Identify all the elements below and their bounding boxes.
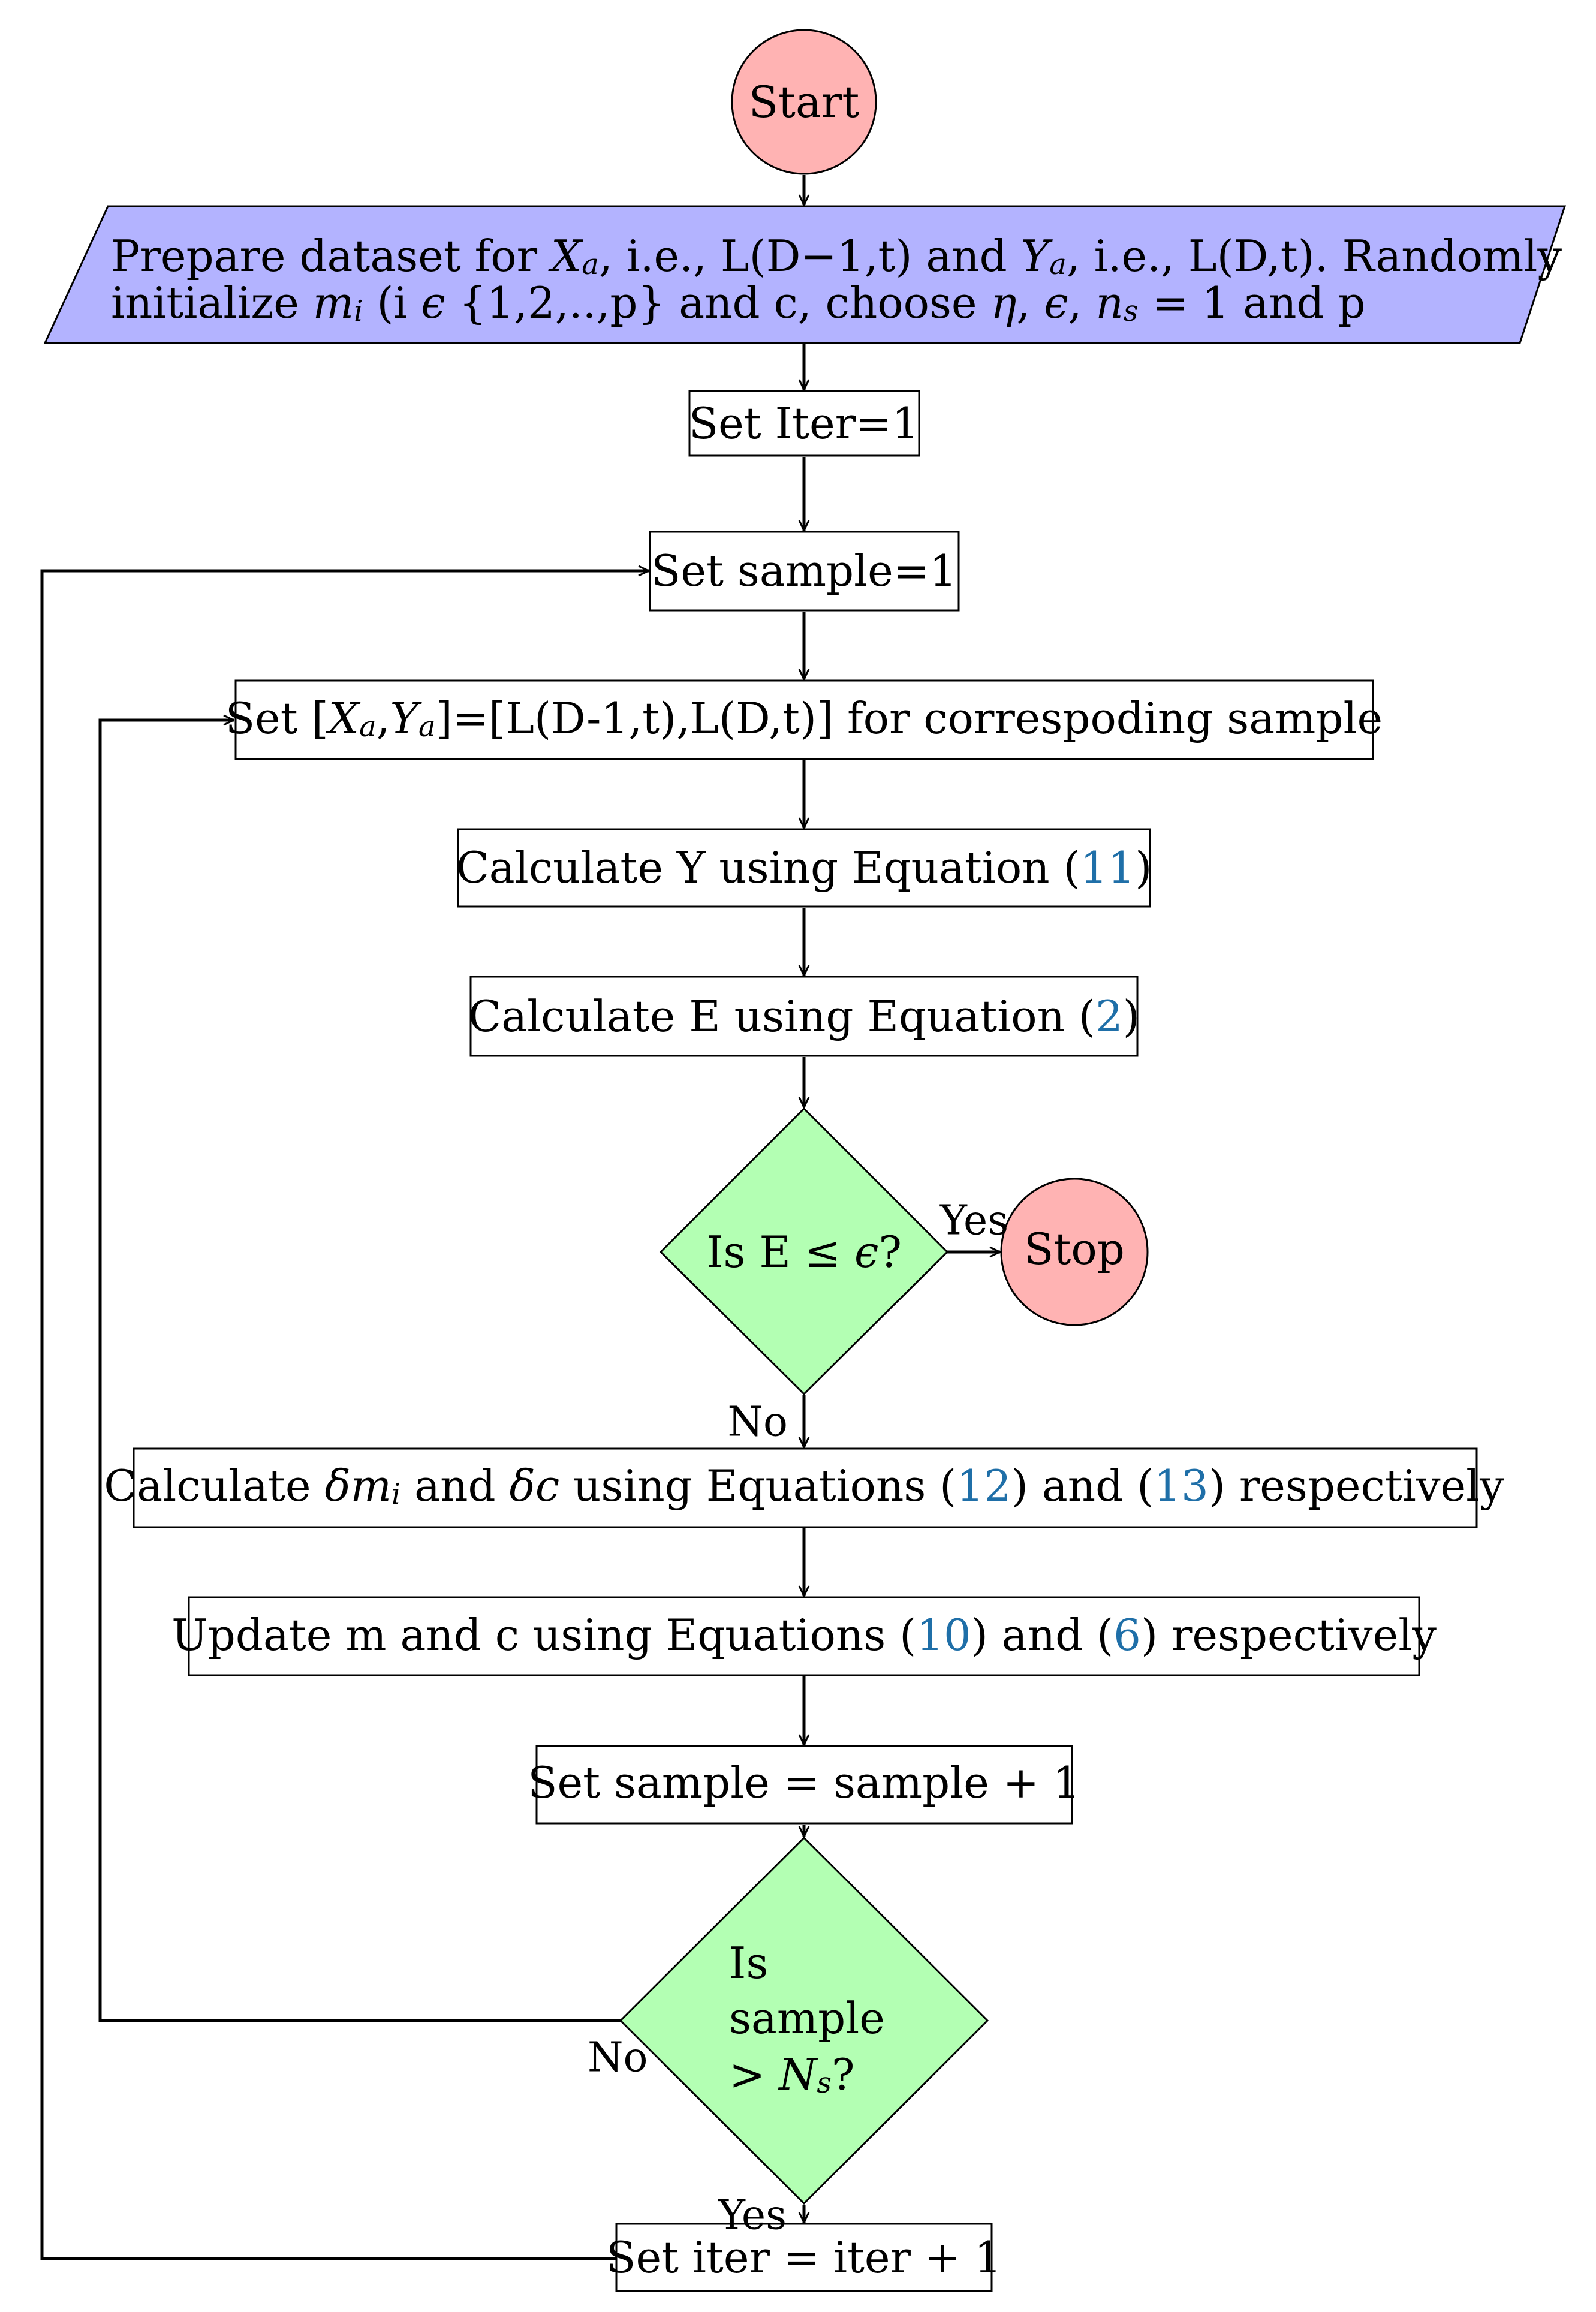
equation-ref-12[interactable]: 12 <box>956 1461 1011 1511</box>
prepare-dataset-line-1: Prepare dataset for Xa, i.e., L(D−1,t) a… <box>111 231 1562 281</box>
start-node: Start <box>731 29 877 175</box>
yes-to-stop-label: Yes <box>939 1197 1008 1245</box>
set-sample-node: Set sample=1 <box>649 531 960 612</box>
update-box <box>188 1596 1420 1676</box>
edge-loop-to-xy <box>98 720 621 2022</box>
stop-label: Stop <box>1024 1224 1125 1274</box>
calculate-y-label: Calculate Y using Equation (11) <box>456 842 1152 893</box>
prepare-dataset-shape <box>43 205 1567 344</box>
no-loop-label: No <box>588 2034 648 2082</box>
set-sample-box <box>649 531 960 612</box>
update-node: Update m and c using Equations (10) and … <box>171 1596 1437 1676</box>
start-label: Start <box>749 77 860 127</box>
equation-ref-6[interactable]: 6 <box>1113 1610 1141 1660</box>
increment-iter-box <box>615 2223 993 2292</box>
increment-iter-node: Set iter = iter + 1 <box>606 2223 1002 2292</box>
is-sample-line-3: > Ns? <box>729 2049 854 2100</box>
is-e-decision: Is E ≤ ϵ? <box>659 1107 949 1396</box>
set-iter-node: Set Iter=1 <box>688 390 920 457</box>
calculate-e-box <box>469 976 1139 1057</box>
calculate-delta-label: Calculate δmi and δc using Equations (12… <box>104 1461 1504 1511</box>
is-sample-line-1: Is <box>729 1938 768 1988</box>
is-e-diamond <box>659 1107 949 1396</box>
set-xy-node: Set [Xa,Ya]=[L(D-1,t),L(D,t)] for corres… <box>225 679 1383 760</box>
set-iter-box <box>688 390 920 457</box>
edge-loop-to-sample <box>40 571 649 2260</box>
set-sample-label: Set sample=1 <box>651 546 957 596</box>
increment-sample-label: Set sample = sample + 1 <box>528 1757 1080 1808</box>
calculate-y-node: Calculate Y using Equation (11) <box>456 828 1152 908</box>
calculate-e-label: Calculate E using Equation (2) <box>468 991 1140 1041</box>
calculate-delta-node: Calculate δmi and δc using Equations (12… <box>104 1447 1504 1528</box>
stop-circle <box>1000 1178 1149 1326</box>
equation-ref-13[interactable]: 13 <box>1154 1461 1209 1511</box>
increment-sample-box <box>535 1745 1073 1825</box>
edge-labels: Yes No No Yes <box>588 1197 1008 2239</box>
equation-ref-11[interactable]: 11 <box>1080 842 1136 893</box>
prepare-dataset-line-2: initialize mi (i ϵ {1,2,..,p} and c, cho… <box>111 278 1366 328</box>
update-label: Update m and c using Equations (10) and … <box>171 1610 1437 1660</box>
yes-to-iter-label: Yes <box>718 2192 787 2239</box>
set-xy-label: Set [Xa,Ya]=[L(D-1,t),L(D,t)] for corres… <box>225 693 1383 743</box>
equation-ref-2[interactable]: 2 <box>1095 991 1123 1041</box>
prepare-dataset-node: Prepare dataset for Xa, i.e., L(D−1,t) a… <box>43 205 1567 344</box>
equation-ref-10[interactable]: 10 <box>916 1610 971 1660</box>
calculate-e-node: Calculate E using Equation (2) <box>468 976 1140 1057</box>
is-e-label: Is E ≤ ϵ? <box>706 1227 902 1277</box>
is-sample-diamond <box>619 1836 989 2205</box>
start-circle <box>731 29 877 175</box>
no-to-delta-label: No <box>728 1399 788 1446</box>
is-sample-line-2: sample <box>729 1993 885 2043</box>
calculate-y-box <box>457 828 1151 908</box>
set-xy-box <box>234 679 1374 760</box>
stop-node: Stop <box>1000 1178 1149 1326</box>
edges <box>40 175 1000 2260</box>
calculate-delta-box <box>133 1447 1478 1528</box>
increment-iter-label: Set iter = iter + 1 <box>606 2232 1002 2283</box>
increment-sample-node: Set sample = sample + 1 <box>528 1745 1080 1825</box>
set-iter-label: Set Iter=1 <box>689 398 919 448</box>
is-sample-decision: Is sample > Ns? <box>619 1836 989 2205</box>
